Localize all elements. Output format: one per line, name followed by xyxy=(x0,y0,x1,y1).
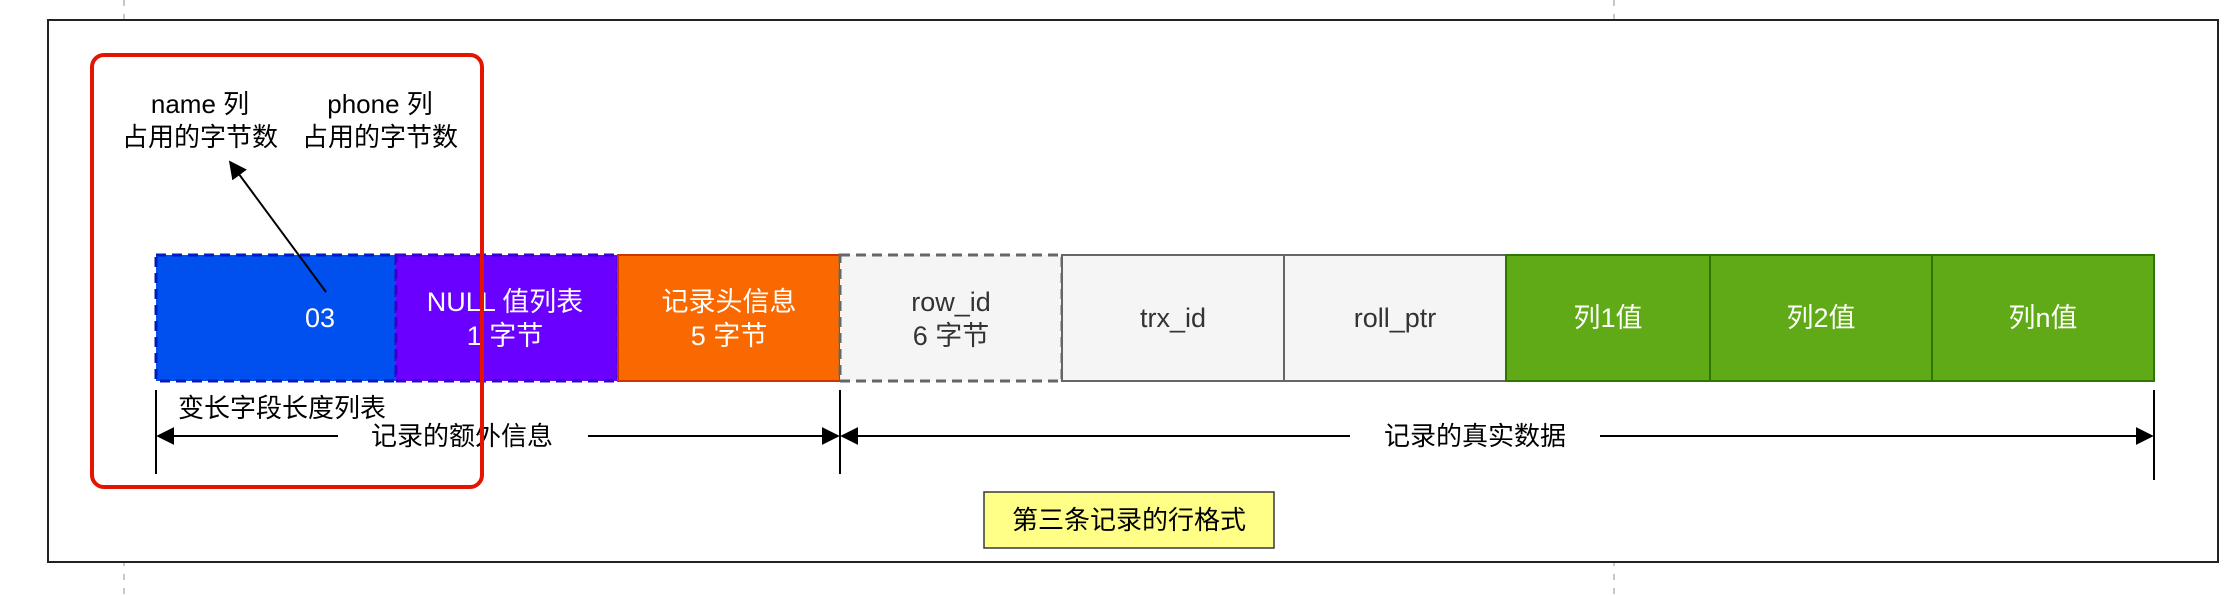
cell-row-id: row_id 6 字节 xyxy=(838,253,1064,383)
annotation-name-col-line2: 占用的字节数 xyxy=(122,122,278,152)
caption-box: 第三条记录的行格式 xyxy=(983,491,1275,549)
cell-col2-text: 列2值 xyxy=(1786,303,1855,333)
extra-info-label: 记录的额外信息 xyxy=(371,421,553,451)
cell-varlen-text: 03 xyxy=(305,303,335,333)
cell-varlen: 03 xyxy=(154,253,398,383)
cell-roll-ptr-text: roll_ptr xyxy=(1354,303,1437,333)
cell-record-header: 记录头信息 5 字节 xyxy=(617,254,841,382)
annotation-phone-col-line1: phone 列 xyxy=(327,89,433,119)
cell-null-list-line1: NULL 值列表 xyxy=(427,287,584,317)
cell-col1: 列1值 xyxy=(1505,254,1711,382)
cell-coln: 列n值 xyxy=(1931,254,2155,382)
cell-row-id-line1: row_id xyxy=(911,287,991,317)
cell-col1-text: 列1值 xyxy=(1573,303,1642,333)
real-data-label: 记录的真实数据 xyxy=(1384,421,1566,451)
cell-col2: 列2值 xyxy=(1709,254,1933,382)
cell-row-id-line2: 6 字节 xyxy=(913,321,990,351)
cell-coln-text: 列n值 xyxy=(2008,303,2077,333)
cell-roll-ptr: roll_ptr xyxy=(1283,254,1507,382)
highlight-box xyxy=(90,53,484,489)
cell-record-header-line1: 记录头信息 xyxy=(662,287,797,317)
cell-record-header-line2: 5 字节 xyxy=(691,321,768,351)
cell-trx-id-text: trx_id xyxy=(1140,303,1206,333)
cell-null-list-line2: 1 字节 xyxy=(467,321,544,351)
cell-trx-id: trx_id xyxy=(1061,254,1285,382)
varlen-list-label: 变长字段长度列表 xyxy=(178,393,386,423)
annotation-pointer-arrow xyxy=(228,160,327,293)
annotation-name-col-line1: name 列 xyxy=(151,89,249,119)
cell-null-list: NULL 值列表 1 字节 xyxy=(394,253,620,383)
caption-text: 第三条记录的行格式 xyxy=(1012,505,1246,535)
annotation-phone-col-line2: 占用的字节数 xyxy=(302,122,458,152)
